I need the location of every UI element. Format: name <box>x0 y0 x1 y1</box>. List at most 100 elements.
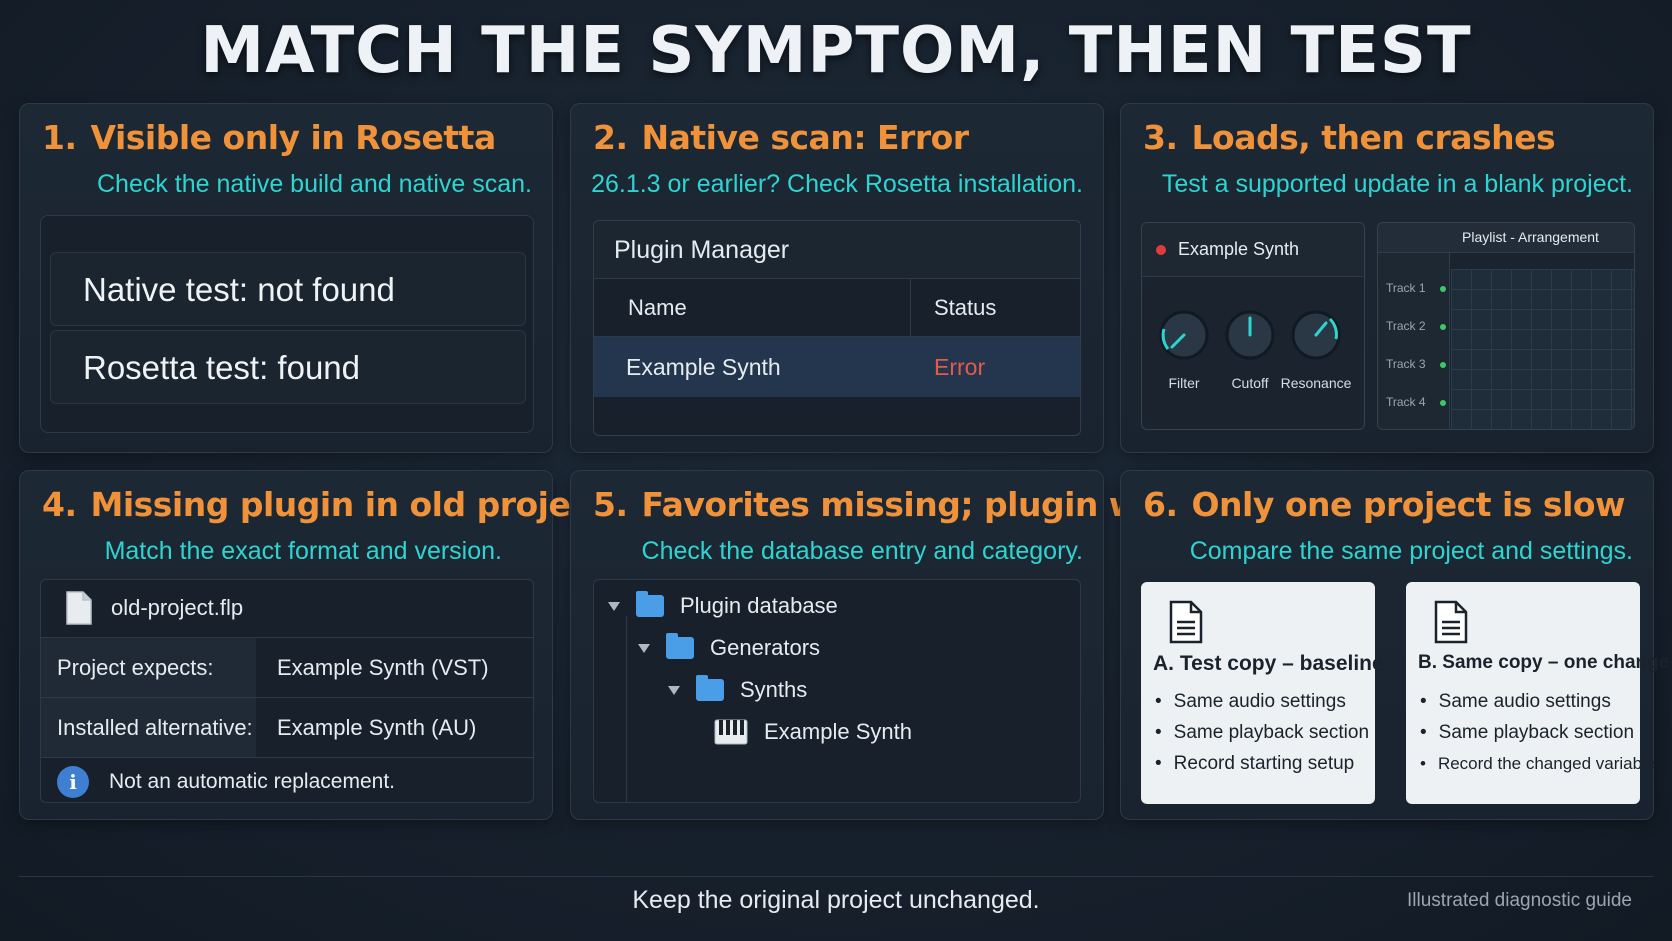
list-item: Same playback section <box>1155 717 1369 748</box>
tree-item-label: Generators <box>710 635 821 661</box>
panel-subheading: Check the database entry and category. <box>641 537 1083 565</box>
one-change-card: B. Same copy – one change Same audio set… <box>1406 582 1669 804</box>
panel-number: 3. <box>1143 118 1178 157</box>
list-item: Same playback section <box>1420 717 1655 748</box>
tree-item-generators[interactable]: Generators <box>638 633 821 661</box>
rosetta-test-row: Rosetta test: found <box>50 330 526 404</box>
tree-item-plugin-database[interactable]: Plugin database <box>608 591 838 619</box>
knob-label-cutoff: Cutoff <box>1231 375 1269 391</box>
plugin-name-cell: Example Synth <box>626 354 781 380</box>
table-row[interactable]: Example Synth Error <box>594 337 1080 397</box>
plugin-manager-title: Plugin Manager <box>594 221 1080 279</box>
project-expects-row: Project expects: Example Synth (VST) <box>41 638 533 698</box>
panel-subheading: Compare the same project and settings. <box>1189 537 1633 565</box>
card-title: A. Test copy – baseline <box>1153 652 1384 675</box>
column-name-header[interactable]: Name <box>628 295 687 320</box>
cutoff-knob[interactable] <box>1224 309 1276 361</box>
info-note: i Not an automatic replacement. <box>41 758 533 802</box>
panel-only-one-project-slow: 6. Only one project is slow Compare the s… <box>1120 470 1669 820</box>
file-icon <box>66 591 92 625</box>
synth-header: Example Synth <box>1142 223 1364 277</box>
panel-subheading: 26.1.3 or earlier? Check Rosetta install… <box>591 170 1083 198</box>
installed-alternative-value: Example Synth (AU) <box>277 715 477 740</box>
resonance-knob[interactable] <box>1290 309 1342 361</box>
project-file-name: old-project.flp <box>111 595 244 620</box>
folder-icon <box>666 633 694 660</box>
column-divider <box>910 279 911 337</box>
plugin-manager-window: Plugin Manager Name Status Example Synth… <box>593 220 1081 436</box>
panel-heading: 2. Native scan: Error <box>593 118 969 157</box>
piano-keys-icon <box>714 719 748 745</box>
tree-guide-line <box>626 616 627 802</box>
tree-item-label: Example Synth <box>764 719 912 745</box>
list-item: Record the changed variable <box>1420 748 1655 779</box>
list-item: Same audio settings <box>1420 686 1655 717</box>
panel-missing-plugin-old-project: 4.Missing plugin in old project Match th… <box>19 470 605 820</box>
panel-number: 1. <box>42 118 77 157</box>
baseline-card: A. Test copy – baseline Same audio setti… <box>1141 582 1384 804</box>
plugin-table-header: Name Status <box>594 279 1080 337</box>
track-label[interactable]: Track 4 <box>1386 395 1426 409</box>
filter-knob[interactable] <box>1158 309 1210 361</box>
folder-icon <box>636 591 664 618</box>
expand-arrow-icon[interactable] <box>638 643 650 653</box>
native-test-row: Native test: not found <box>50 252 526 326</box>
document-icon <box>1169 600 1203 644</box>
panel-heading-text: Only one project is slow <box>1191 485 1626 524</box>
panel-subheading: Check the native build and native scan. <box>97 170 532 198</box>
tree-item-synths[interactable]: Synths <box>668 675 808 703</box>
test-results-box: Native test: not found Rosetta test: fou… <box>40 215 534 433</box>
playlist-window: Playlist - Arrangement Track 1 Track 2 T… <box>1377 222 1635 430</box>
plugin-database-tree: Plugin database Generators Synths Exampl… <box>593 579 1081 803</box>
track-label[interactable]: Track 1 <box>1386 281 1426 295</box>
plugin-status-cell: Error <box>934 354 986 380</box>
track-active-dot-icon <box>1440 400 1446 406</box>
panel-native-scan-error: 2. Native scan: Error 26.1.3 or earlier? … <box>570 103 1104 453</box>
tree-item-example-synth[interactable]: Example Synth <box>714 718 912 745</box>
panel-number: 2. <box>593 118 628 157</box>
card-title: B. Same copy – one change <box>1418 652 1670 673</box>
project-info-box: old-project.flp Project expects: Example… <box>40 579 534 803</box>
credit-text: Illustrated diagnostic guide <box>1407 890 1632 911</box>
track-active-dot-icon <box>1440 324 1446 330</box>
list-item: Record starting setup <box>1155 748 1369 779</box>
tree-item-label: Plugin database <box>680 593 838 619</box>
card-list: Same audio settings Same playback sectio… <box>1420 686 1655 779</box>
panel-heading: 4.Missing plugin in old project <box>42 485 605 524</box>
playlist-header: Playlist - Arrangement <box>1378 223 1634 253</box>
panel-visible-only-in-rosetta: 1. Visible only in Rosetta Check the nati… <box>19 103 553 453</box>
panel-heading-text: Loads, then crashes <box>1191 118 1556 157</box>
panel-number: 6. <box>1143 485 1178 524</box>
info-icon: i <box>57 766 89 798</box>
record-dot-icon <box>1156 245 1166 255</box>
track-label[interactable]: Track 2 <box>1386 319 1426 333</box>
panel-subheading: Match the exact format and version. <box>104 537 502 565</box>
footer-divider <box>19 876 1653 877</box>
panel-heading-text: Visible only in Rosetta <box>90 118 497 157</box>
panel-heading-text: Missing plugin in old project <box>90 485 606 524</box>
expand-arrow-icon[interactable] <box>608 601 620 611</box>
track-list: Track 1 Track 2 Track 3 Track 4 <box>1378 253 1450 429</box>
synth-name: Example Synth <box>1178 239 1300 259</box>
expand-arrow-icon[interactable] <box>668 685 680 695</box>
project-file-row: old-project.flp <box>41 580 533 638</box>
list-item: Same audio settings <box>1155 686 1369 717</box>
column-status-header[interactable]: Status <box>934 295 997 320</box>
info-note-text: Not an automatic replacement. <box>109 770 395 793</box>
synth-plugin-window: Example Synth Filter Cutoff Resonance <box>1141 222 1365 430</box>
tree-item-label: Synths <box>740 677 808 703</box>
panel-heading-text: Native scan: Error <box>641 118 970 157</box>
panel-favorites-missing: 5.Favorites missing; plugin works Check … <box>570 470 1218 820</box>
footer-note: Keep the original project unchanged. <box>632 886 1040 914</box>
track-label[interactable]: Track 3 <box>1386 357 1426 371</box>
panel-heading: 3. Loads, then crashes <box>1143 118 1556 157</box>
project-expects-label: Project expects: <box>41 638 256 697</box>
arrangement-grid[interactable] <box>1451 269 1634 429</box>
panel-subheading: Test a supported update in a blank proje… <box>1161 170 1633 198</box>
panel-heading: 1. Visible only in Rosetta <box>42 118 496 157</box>
project-expects-value: Example Synth (VST) <box>277 655 489 680</box>
track-active-dot-icon <box>1440 362 1446 368</box>
panel-number: 5. <box>593 485 628 524</box>
card-list: Same audio settings Same playback sectio… <box>1155 686 1369 779</box>
installed-alternative-row: Installed alternative: Example Synth (AU… <box>41 698 533 758</box>
